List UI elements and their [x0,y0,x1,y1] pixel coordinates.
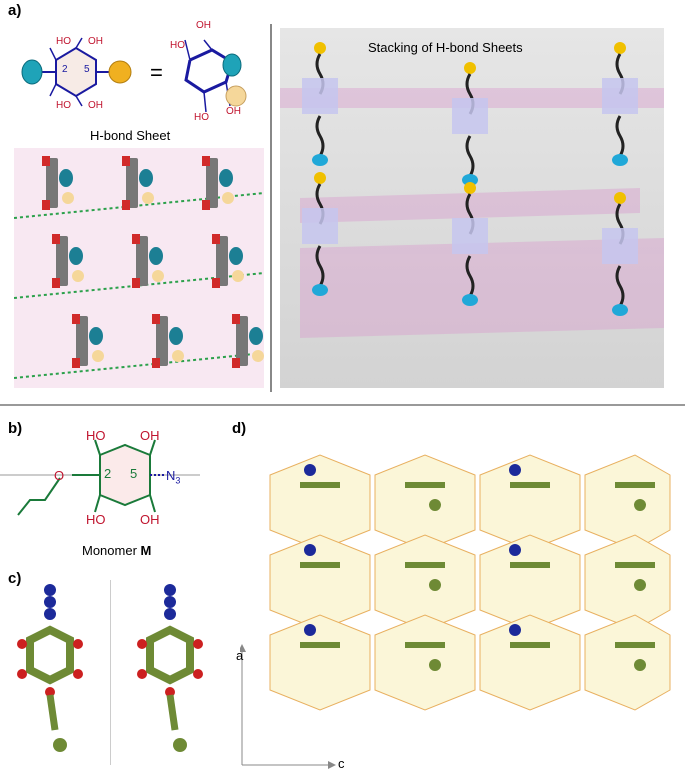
b-oh-bottom: OH [140,512,160,527]
vertical-divider-c [110,580,111,765]
monomer-3d [17,584,83,752]
molecule-unit [42,156,74,210]
b-oh-top: OH [140,428,160,443]
ho-label-2: HO [56,100,71,111]
b-ho-bottom: HO [86,512,106,527]
panel-d-label: d) [232,420,247,437]
monomer-structure [0,439,200,516]
yellow-ball-icon [108,60,132,84]
pale-ball-icon [225,85,247,107]
ring-pos-2: 2 [62,64,68,75]
azide-sub: 3 [175,475,181,486]
oh-label-2: OH [88,100,103,111]
b-azide: N3 [166,468,180,486]
stacking-illustration [280,28,664,388]
vertical-divider-top [270,24,272,392]
panel-a-label: a) [8,2,22,19]
crystal-packing [240,454,671,769]
oh-chair-2: OH [226,106,241,117]
b-oxygen: O [54,468,65,483]
axis-c-label: c [338,756,345,771]
horizontal-divider [0,404,685,406]
axis-a-label: a [236,648,244,663]
monomer-caption: Monomer M [82,543,151,558]
inositol-hexagon-scheme [40,37,112,107]
crystal-monomers [17,580,220,770]
azide-n: N [166,468,176,483]
h-bond-sheet [14,148,264,388]
oh-label-1: OH [88,36,103,47]
b-pos-5: 5 [130,466,138,481]
stacking-graphic [280,40,664,338]
blue-blob-icon-2 [222,53,242,77]
blue-blob-icon [21,59,43,85]
ho-chair-1: HO [170,40,185,51]
b-ho-top: HO [86,428,106,443]
b-pos-2: 2 [104,466,112,481]
oh-chair-1: OH [196,20,211,31]
ho-label-1: HO [56,36,71,47]
ho-chair-2: HO [194,112,209,123]
stack-column [302,42,338,166]
monomer-caption-bold: M [140,543,152,558]
monomer-caption-prefix: Monomer [82,543,141,558]
stacking-title: Stacking of H-bond Sheets [368,40,523,55]
h-bond-sheet-caption: H-bond Sheet [90,128,171,143]
panel-a-scheme [21,37,247,113]
panel-b-label: b) [8,420,23,437]
chair-conformation [184,39,234,113]
panel-c-label: c) [8,570,22,587]
ring-pos-5: 5 [84,64,90,75]
equals-sign: = [150,60,163,85]
